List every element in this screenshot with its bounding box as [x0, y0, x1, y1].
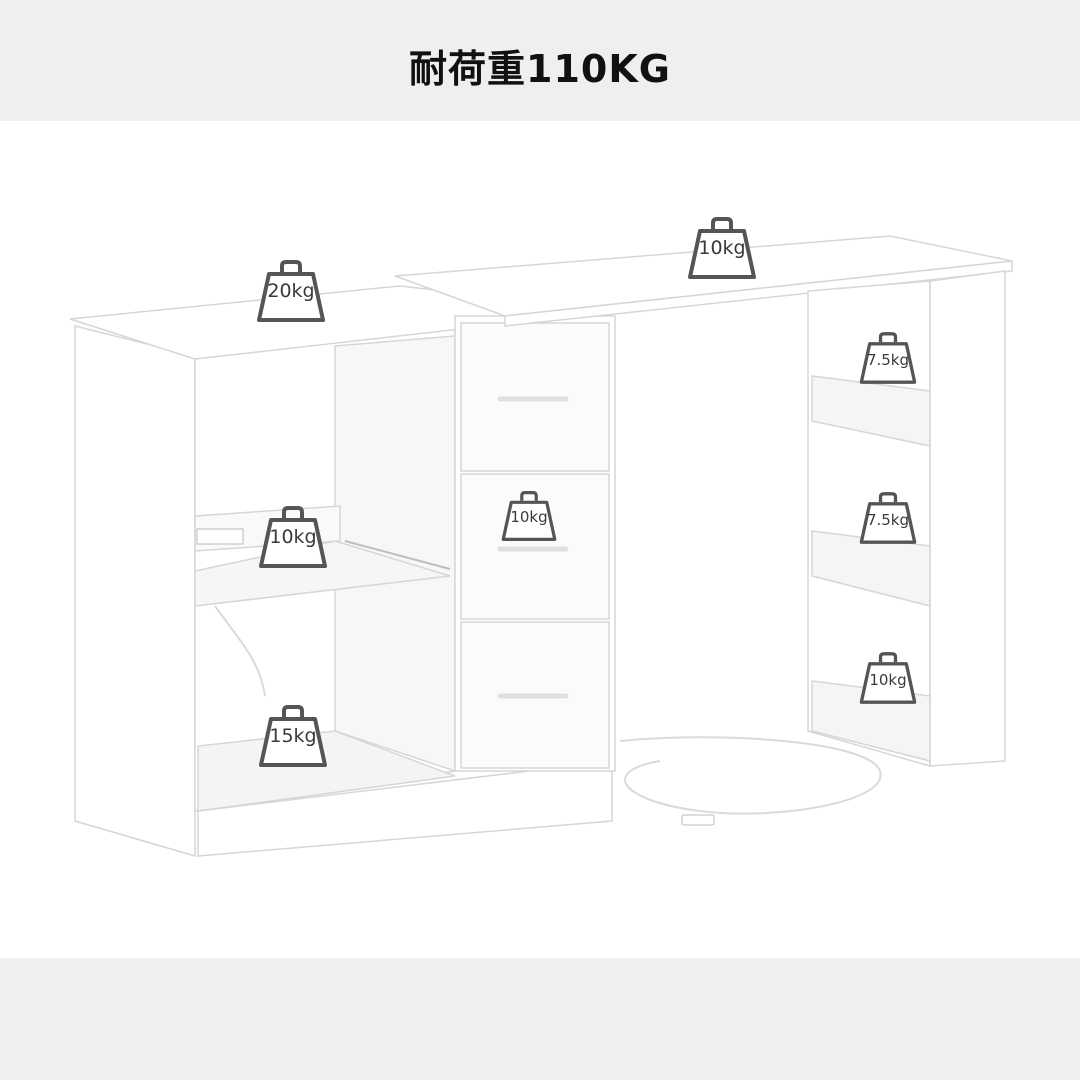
header-band: [0, 0, 1080, 121]
weight-icon: [257, 260, 325, 322]
weight-icon: [859, 492, 917, 544]
power-strip: [196, 528, 244, 545]
floor-cord: [619, 736, 882, 815]
weight-badge-bottom-shelf: 15kg: [257, 703, 329, 769]
page-title: 耐荷重110KG: [409, 47, 671, 91]
plug: [681, 814, 715, 826]
shelf-1: [811, 375, 931, 447]
weight-badge-desktop-right: 10kg: [686, 215, 758, 281]
right-desktop-edge: [504, 260, 1013, 327]
weight-label: 10kg: [269, 526, 317, 548]
shelf-unit-front: [929, 270, 1006, 767]
weight-label: 10kg: [869, 671, 907, 689]
product-illustration: [0, 121, 1080, 958]
weight-badge-side-shelf-middle: 7.5kg: [858, 490, 918, 546]
left-cabinet-side: [74, 325, 196, 857]
cabinet-base: [197, 760, 613, 857]
weight-label: 7.5kg: [866, 351, 910, 369]
weight-icon: [688, 217, 756, 279]
weight-badge-drawer: 10kg: [500, 488, 558, 544]
weight-label: 10kg: [510, 508, 548, 526]
weight-label: 20kg: [267, 280, 315, 302]
weight-icon: [501, 491, 557, 541]
weight-badge-side-shelf-top: 7.5kg: [858, 330, 918, 386]
weight-badge-side-shelf-bottom: 10kg: [858, 650, 918, 706]
weight-label: 7.5kg: [866, 511, 910, 529]
weight-icon: [859, 332, 917, 384]
weight-badge-keyboard-tray: 10kg: [257, 504, 329, 570]
footer-band: [0, 958, 1080, 1080]
weight-icon: [259, 506, 327, 568]
weight-label: 10kg: [698, 237, 746, 259]
tray-slide: [344, 540, 451, 570]
desk-drawing: [69, 235, 1013, 857]
weight-icon: [259, 705, 327, 767]
weight-icon: [859, 652, 917, 704]
left-cord: [214, 605, 266, 697]
weight-badge-desktop-left: 20kg: [255, 258, 327, 324]
weight-label: 15kg: [269, 725, 317, 747]
